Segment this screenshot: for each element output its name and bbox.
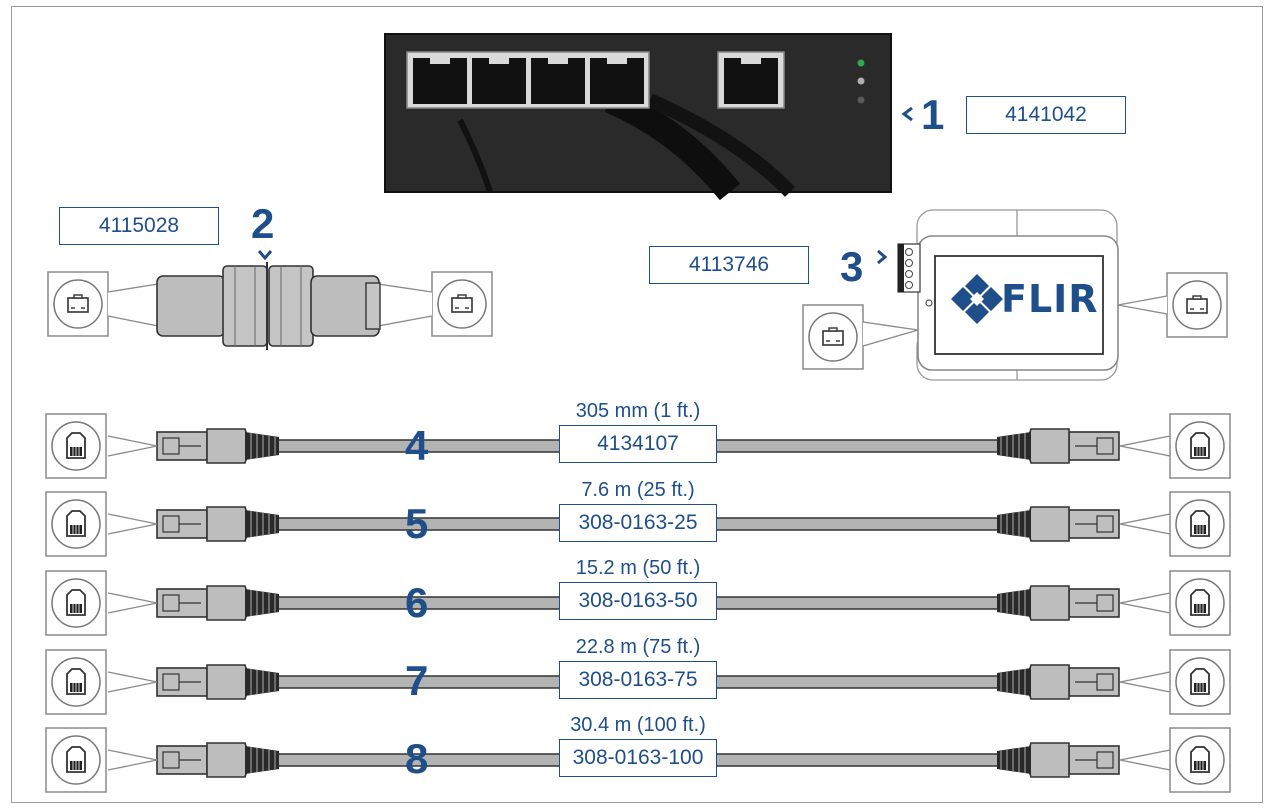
rj45-plug-icon: [45, 491, 107, 557]
cable-length-5: 7.6 m (25 ft.): [581, 479, 695, 501]
diagram-frame: [11, 6, 1263, 803]
rj45-plug-left: [156, 742, 280, 778]
cable-length-4: 305 mm (1 ft.): [575, 400, 701, 422]
part-number-8: 308-0163-100: [559, 739, 717, 777]
rj45-plug-left: [156, 428, 280, 464]
callout-pointer-left: [107, 513, 158, 535]
callout-pointer-left: [107, 435, 158, 457]
cable-length-6: 15.2 m (50 ft.): [575, 557, 701, 579]
callout-pointer-left: [107, 749, 158, 771]
flir-logo-text: FLIR: [1001, 277, 1099, 321]
flir-diamond-icon: [951, 274, 1003, 324]
rj45-plug-icon: [45, 727, 107, 793]
callout-pointer-right: [1119, 671, 1171, 693]
rj45-plug-right: [996, 506, 1120, 542]
part-number-7: 308-0163-75: [559, 661, 717, 699]
rj45-plug-right: [996, 428, 1120, 464]
item-number-8: 8: [405, 735, 429, 782]
callout-pointer-right: [1119, 592, 1171, 614]
rj45-plug-right: [996, 664, 1120, 700]
item-number-2: 2: [251, 200, 275, 247]
callout-pointer-left: [107, 592, 158, 614]
part-number-5: 308-0163-25: [559, 504, 717, 542]
rj45-plug-left: [156, 506, 280, 542]
rj45-plug-left: [156, 664, 280, 700]
callout-pointer-left: [107, 671, 158, 693]
part-number-6: 308-0163-50: [559, 582, 717, 620]
rj45-plug-left: [156, 585, 280, 621]
item-number-5: 5: [405, 500, 429, 547]
item-number-4: 4: [405, 422, 429, 469]
rj45-plug-right: [996, 742, 1120, 778]
item-number-6: 6: [405, 579, 429, 626]
rj45-plug-icon: [1169, 413, 1231, 479]
callout-pointer-right: [1119, 435, 1171, 457]
rj45-plug-icon: [1169, 649, 1231, 715]
item-number-7: 7: [405, 657, 429, 704]
network-switch-illustration: [384, 33, 913, 201]
part-number-4: 4134107: [559, 425, 717, 463]
rj45-plug-icon: [45, 570, 107, 636]
rj45-plug-icon: [1169, 570, 1231, 636]
rj45-plug-icon: [1169, 491, 1231, 557]
rj45-plug-icon: [45, 649, 107, 715]
cable-length-8: 30.4 m (100 ft.): [570, 714, 706, 736]
part-number-3: 4113746: [649, 246, 809, 284]
coupler-illustration: [47, 250, 493, 350]
callout-pointer-right: [1119, 513, 1171, 535]
cable-length-7: 22.8 m (75 ft.): [575, 636, 701, 658]
flir-injector-illustration: [802, 209, 1228, 381]
rj45-plug-right: [996, 585, 1120, 621]
rj45-plug-icon: [1169, 727, 1231, 793]
item-number-1: 1: [921, 91, 945, 138]
part-number-1: 4141042: [966, 96, 1126, 134]
part-number-2: 4115028: [59, 207, 219, 245]
callout-pointer-right: [1119, 749, 1171, 771]
rj45-plug-icon: [45, 413, 107, 479]
item-number-3: 3: [840, 243, 864, 290]
